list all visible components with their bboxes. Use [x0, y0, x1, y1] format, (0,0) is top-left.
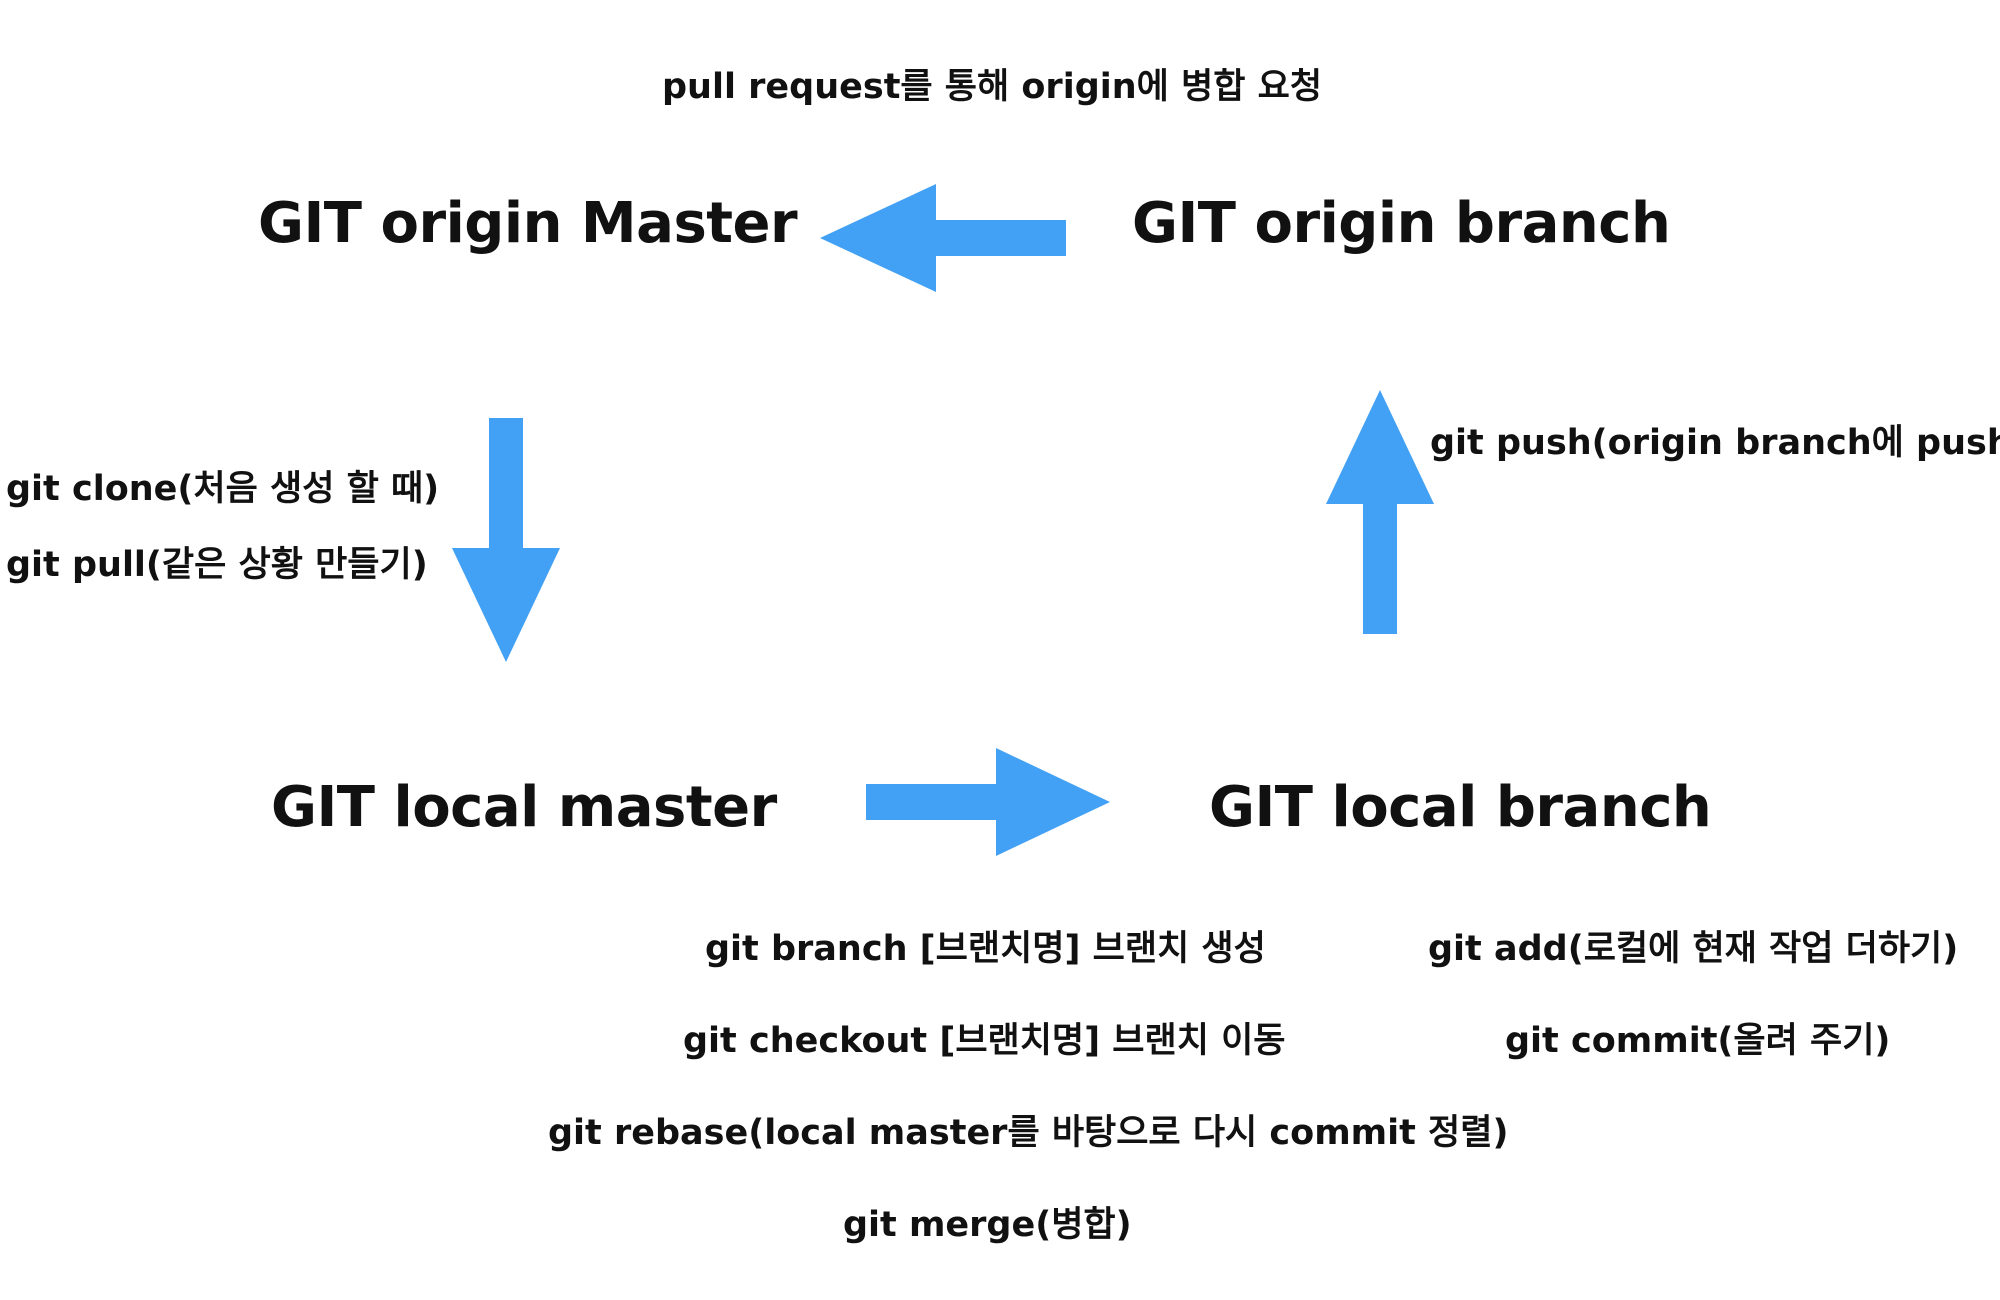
origin-master-node: GIT origin Master	[258, 191, 798, 256]
git-push-label: git push(origin branch에 push)	[1430, 423, 2000, 463]
git-commit-label: git commit(올려 주기)	[1505, 1021, 1891, 1061]
arrow-right-icon	[866, 748, 1110, 856]
git-branch-label: git branch [브랜치명] 브랜치 생성	[705, 929, 1266, 969]
pull-request-label: pull request를 통해 origin에 병합 요청	[662, 67, 1323, 107]
git-rebase-label: git rebase(local master를 바탕으로 다시 commit …	[548, 1113, 1509, 1153]
git-pull-label: git pull(같은 상황 만들기)	[6, 545, 428, 585]
git-merge-label: git merge(병합)	[843, 1205, 1132, 1245]
git-add-label: git add(로컬에 현재 작업 더하기)	[1428, 929, 1959, 969]
local-master-node: GIT local master	[271, 775, 777, 840]
git-clone-label: git clone(처음 생성 할 때)	[6, 469, 440, 509]
git-checkout-label: git checkout [브랜치명] 브랜치 이동	[683, 1021, 1286, 1061]
origin-branch-node: GIT origin branch	[1132, 191, 1671, 256]
arrow-up-icon	[1326, 390, 1434, 634]
arrow-left-icon	[820, 184, 1066, 292]
local-branch-node: GIT local branch	[1209, 775, 1712, 840]
arrow-down-icon	[452, 418, 560, 662]
